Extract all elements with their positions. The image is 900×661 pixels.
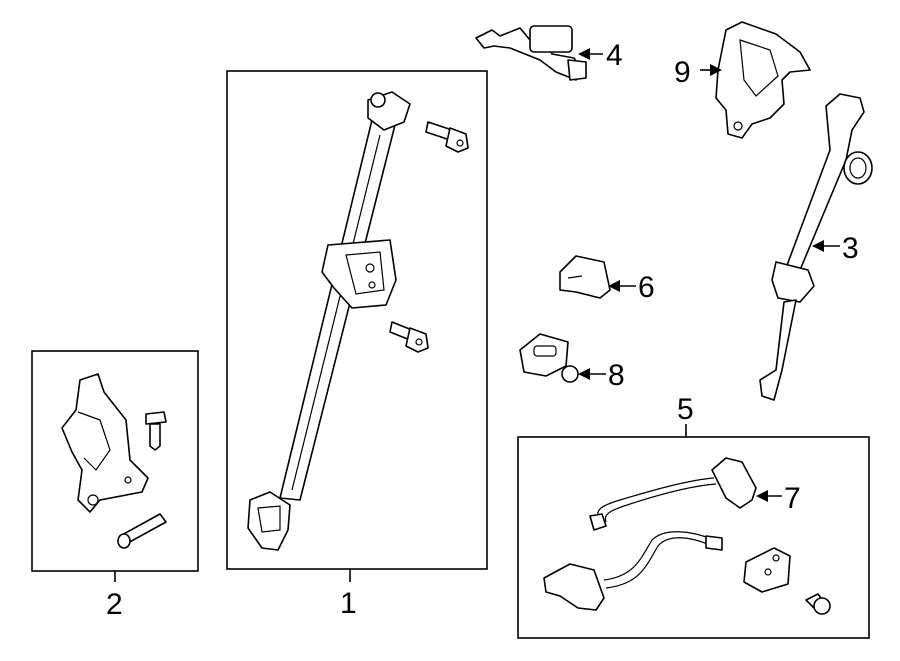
cover-part-6	[559, 255, 611, 299]
callout-9: 9	[674, 56, 691, 89]
buckle-bolt	[805, 593, 831, 615]
callout-4: 4	[606, 39, 623, 72]
anchor-bracket-part-2	[61, 373, 149, 513]
bracket-pin	[117, 513, 167, 549]
buckle-bracket	[743, 547, 791, 593]
buckle-cable-upper-part-7	[589, 457, 757, 531]
buckle-cable-lower	[543, 531, 723, 611]
bolt-lower	[389, 321, 429, 353]
arrow-head-7	[756, 490, 768, 502]
rear-belt-assembly-part-3	[759, 93, 873, 401]
bracket-screw	[145, 411, 167, 451]
callout-6: 6	[638, 271, 655, 304]
seat-belt-assembly-part-1	[247, 91, 411, 551]
arrow-head-6	[608, 280, 620, 292]
arrow-head-4	[578, 48, 590, 60]
mount-bracket-part-9	[715, 21, 811, 139]
group-box-5	[517, 436, 870, 639]
callout-2: 2	[106, 588, 123, 621]
callout-3: 3	[842, 232, 859, 265]
callout-5: 5	[677, 393, 694, 426]
arrow-head-3	[812, 240, 824, 252]
callout-7: 7	[784, 482, 801, 515]
callout-1: 1	[340, 587, 357, 620]
retractor-bracket-part-4	[475, 25, 587, 81]
callout-8: 8	[608, 359, 625, 392]
buckle-tongue-part-8	[519, 333, 579, 383]
arrow-head-9	[710, 64, 722, 76]
arrow-head-8	[578, 368, 590, 380]
bolt-upper	[425, 121, 469, 153]
group-box-1	[226, 70, 488, 570]
